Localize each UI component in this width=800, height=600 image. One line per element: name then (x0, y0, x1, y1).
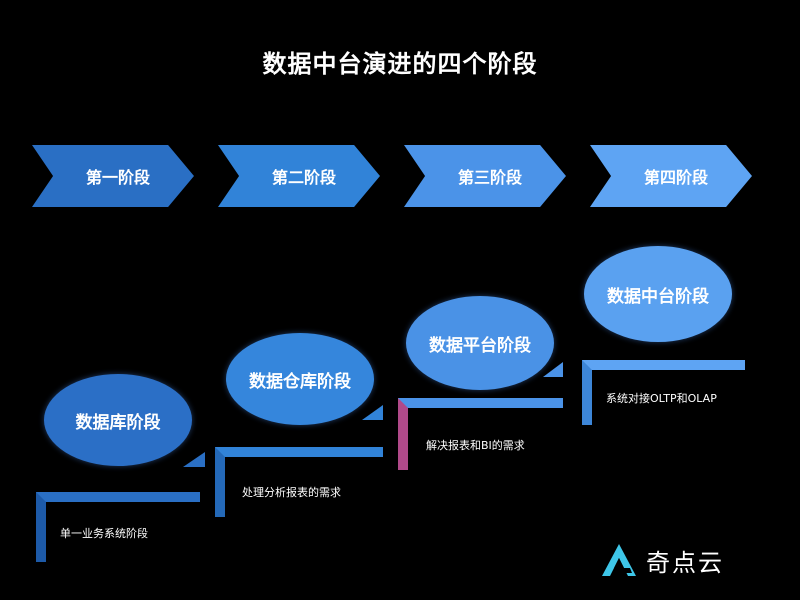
stage-4-ellipse: 数据中台阶段 (584, 246, 732, 342)
stage-2-name: 数据仓库阶段 (249, 371, 351, 392)
stage-3-label: 第三阶段 (457, 168, 522, 187)
logo-mark-icon (602, 544, 636, 576)
stage-1-name: 数据库阶段 (75, 412, 161, 433)
stage-2-label: 第二阶段 (271, 168, 336, 187)
stage-4-desc: 系统对接OLTP和OLAP (606, 392, 717, 405)
stage-2-desc: 处理分析报表的需求 (242, 486, 341, 499)
stage-3-chevron: 第三阶段 (404, 145, 566, 207)
company-logo: 奇点云 (600, 540, 760, 580)
diagram-title: 数据中台演进的四个阶段 (262, 50, 538, 78)
stage-4-chevron: 第四阶段 (590, 145, 752, 207)
stage-3-name: 数据平台阶段 (429, 335, 531, 356)
logo-text: 奇点云 (646, 548, 724, 577)
step-4-shape (582, 360, 745, 425)
stage-2-chevron: 第二阶段 (218, 145, 380, 207)
stage-4-name: 数据中台阶段 (607, 286, 709, 307)
step-3-shape (398, 362, 563, 470)
stage-1-label: 第一阶段 (85, 168, 150, 187)
step-2-shape (215, 405, 383, 517)
stage-1-chevron: 第一阶段 (32, 145, 194, 207)
stage-3-desc: 解决报表和BI的需求 (426, 439, 525, 452)
stage-3-ellipse: 数据平台阶段 (406, 296, 554, 390)
stage-1-desc: 单一业务系统阶段 (60, 527, 148, 540)
stage-4-label: 第四阶段 (643, 168, 708, 187)
stage-1-ellipse: 数据库阶段 (44, 374, 192, 466)
stage-2-ellipse: 数据仓库阶段 (226, 333, 374, 425)
step-1-shape (36, 452, 205, 562)
